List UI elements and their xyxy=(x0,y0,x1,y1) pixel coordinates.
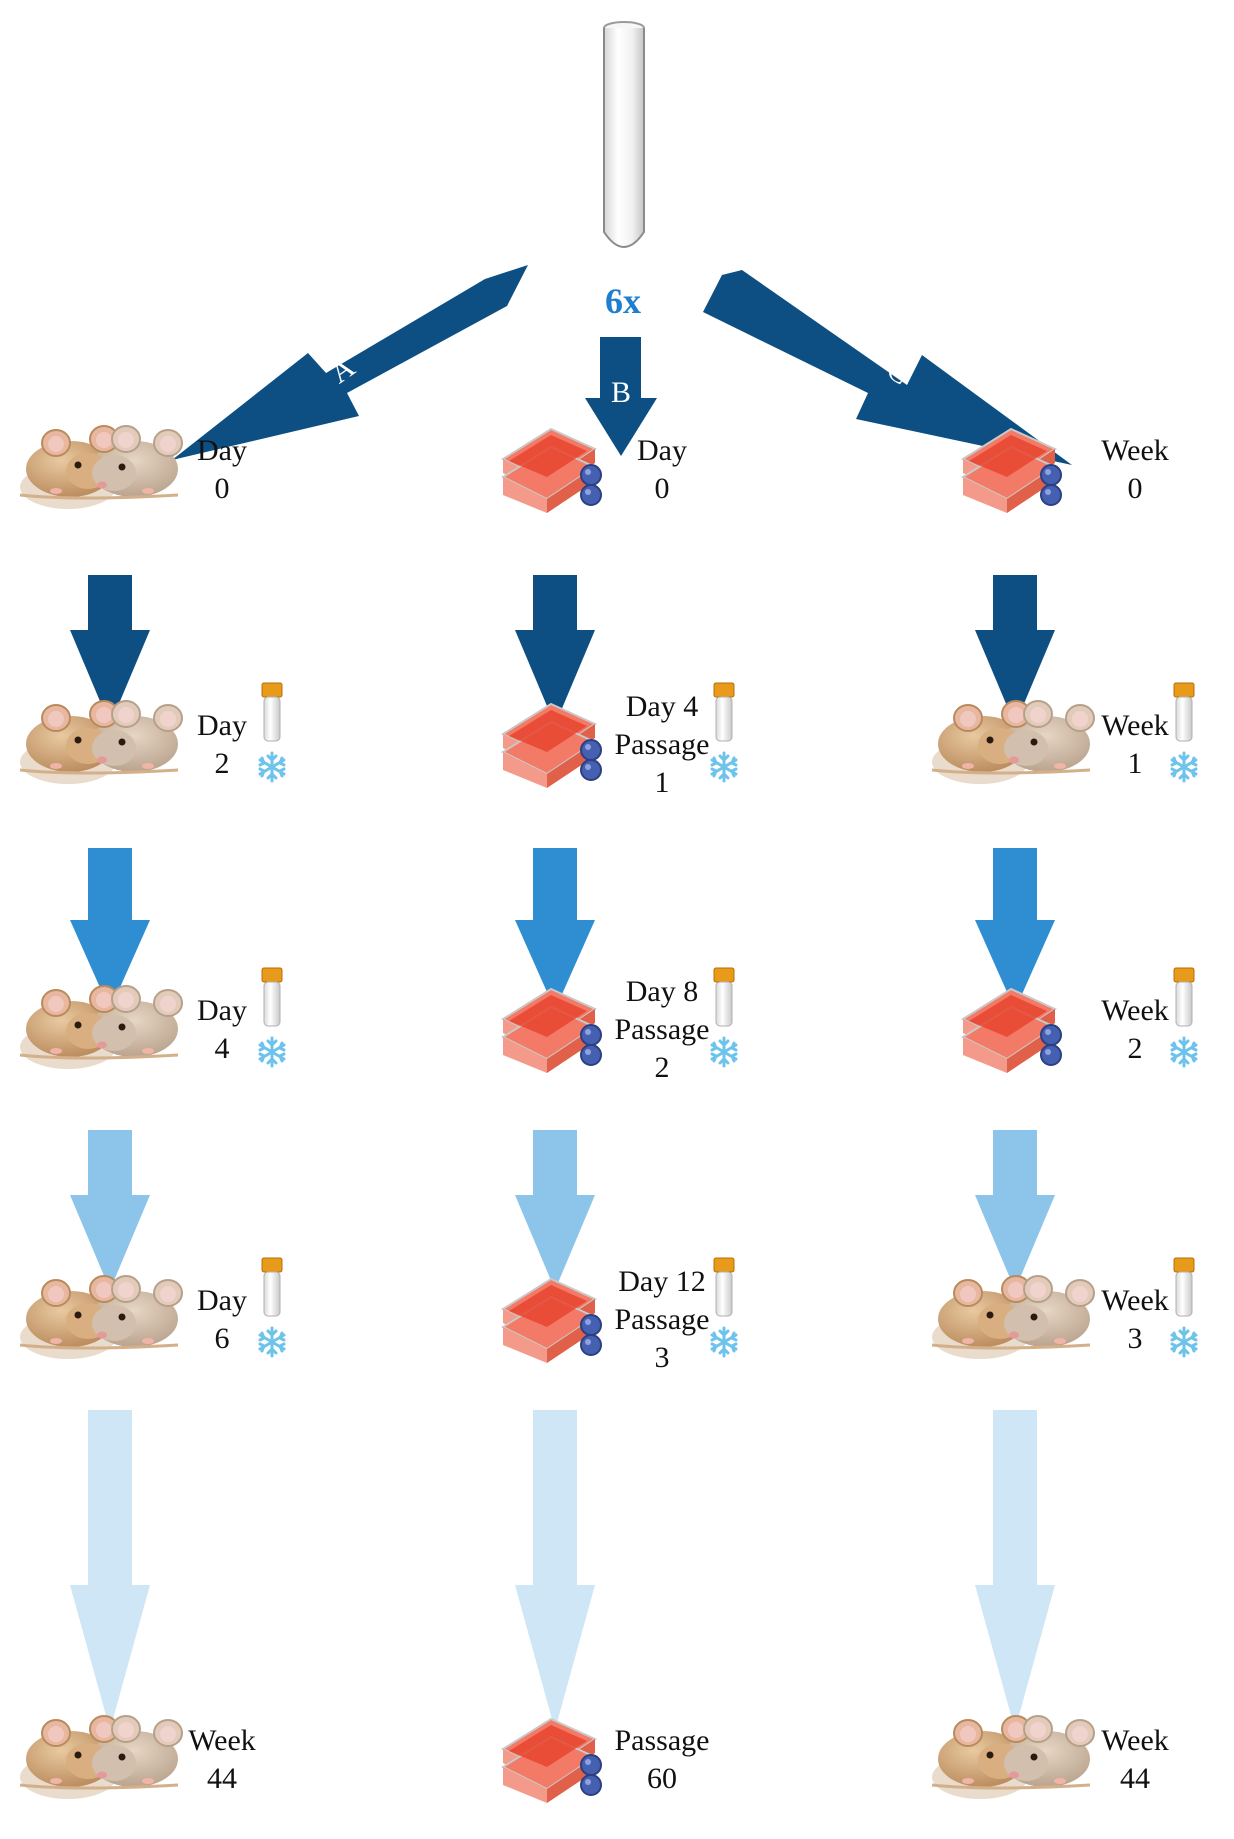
node-label-line: Week xyxy=(1101,994,1169,1027)
node-label-line: Week xyxy=(1101,1284,1169,1317)
node-label-line: 44 xyxy=(1120,1762,1150,1795)
node-label-line: Week xyxy=(1101,434,1169,467)
node-label-line: Day xyxy=(197,994,247,1027)
node-label-line: 3 xyxy=(654,1341,670,1374)
culture-flask-icon xyxy=(502,1278,602,1364)
node-label-line: Day 4 xyxy=(625,690,699,723)
node-label-line: 2 xyxy=(654,1051,670,1084)
culture-flask-icon xyxy=(962,988,1062,1074)
node-label: Day 0 xyxy=(152,432,292,508)
culture-flask-icon xyxy=(502,703,602,789)
stage-arrow xyxy=(515,1130,595,1290)
node-label-line: 60 xyxy=(647,1762,677,1795)
node-label-line: Passage xyxy=(614,728,710,761)
node-label: Week 2 xyxy=(1065,992,1205,1068)
node-label: Day 4 xyxy=(152,992,292,1068)
node-label-line: 1 xyxy=(1127,747,1143,780)
node-label: Week 0 xyxy=(1065,432,1205,508)
node-label-line: Day xyxy=(197,709,247,742)
node-label-line: 4 xyxy=(214,1032,230,1065)
node-label-line: 44 xyxy=(207,1762,237,1795)
node-label-line: Passage xyxy=(614,1013,710,1046)
node-label-line: Day 8 xyxy=(625,975,699,1008)
stage-arrow xyxy=(515,1410,595,1730)
node-label: Day 12 Passage 3 xyxy=(592,1263,732,1377)
stage-arrow xyxy=(975,575,1055,725)
multiplier-label: 6x xyxy=(605,281,641,321)
branch-b-letter: B xyxy=(611,376,631,409)
stage-arrow xyxy=(70,575,150,725)
node-label: Week 44 xyxy=(152,1722,292,1798)
node-label-line: Passage xyxy=(614,1724,710,1757)
test-tube-icon xyxy=(603,21,645,248)
node-label-line: 3 xyxy=(1127,1322,1143,1355)
stage-arrow xyxy=(515,575,595,725)
node-label-line: Week xyxy=(1101,1724,1169,1757)
culture-flask-icon xyxy=(502,428,602,514)
branch-c-arrow xyxy=(703,270,1072,465)
node-label-line: Day 12 xyxy=(618,1265,706,1298)
branch-a-arrow xyxy=(172,265,528,460)
node-label: Day 4 Passage 1 xyxy=(592,688,732,802)
node-label-line: 0 xyxy=(654,472,670,505)
branch-b-arrow xyxy=(585,398,657,456)
node-label-line: 2 xyxy=(214,747,230,780)
stage-arrow xyxy=(975,1410,1055,1730)
node-label: Week 1 xyxy=(1065,707,1205,783)
node-label: Day 6 xyxy=(152,1282,292,1358)
node-label-line: Week xyxy=(188,1724,256,1757)
stage-arrow xyxy=(975,1130,1055,1290)
node-label-line: 1 xyxy=(654,766,670,799)
node-label: Week 44 xyxy=(1065,1722,1205,1798)
node-label: Week 3 xyxy=(1065,1282,1205,1358)
culture-flask-icon xyxy=(502,1718,602,1804)
node-label-line: Passage xyxy=(614,1303,710,1336)
node-label: Day 0 xyxy=(592,432,732,508)
node-label-line: 0 xyxy=(214,472,230,505)
stage-arrow xyxy=(975,848,1055,1010)
stage-arrow xyxy=(515,848,595,1010)
node-label: Passage 60 xyxy=(592,1722,732,1798)
node-label-line: Day xyxy=(197,434,247,467)
node-label-line: 6 xyxy=(214,1322,230,1355)
node-label-line: Day xyxy=(197,1284,247,1317)
branch-b-arrow-shaft xyxy=(600,337,641,400)
node-label-line: Week xyxy=(1101,709,1169,742)
node-label-line: 2 xyxy=(1127,1032,1143,1065)
node-label: Day 2 xyxy=(152,707,292,783)
stage-arrow xyxy=(70,1410,150,1730)
node-label-line: 0 xyxy=(1127,472,1143,505)
stage-arrow xyxy=(70,848,150,1010)
node-label: Day 8 Passage 2 xyxy=(592,973,732,1087)
node-label-line: Day xyxy=(637,434,687,467)
culture-flask-icon xyxy=(502,988,602,1074)
stage-arrow xyxy=(70,1130,150,1290)
